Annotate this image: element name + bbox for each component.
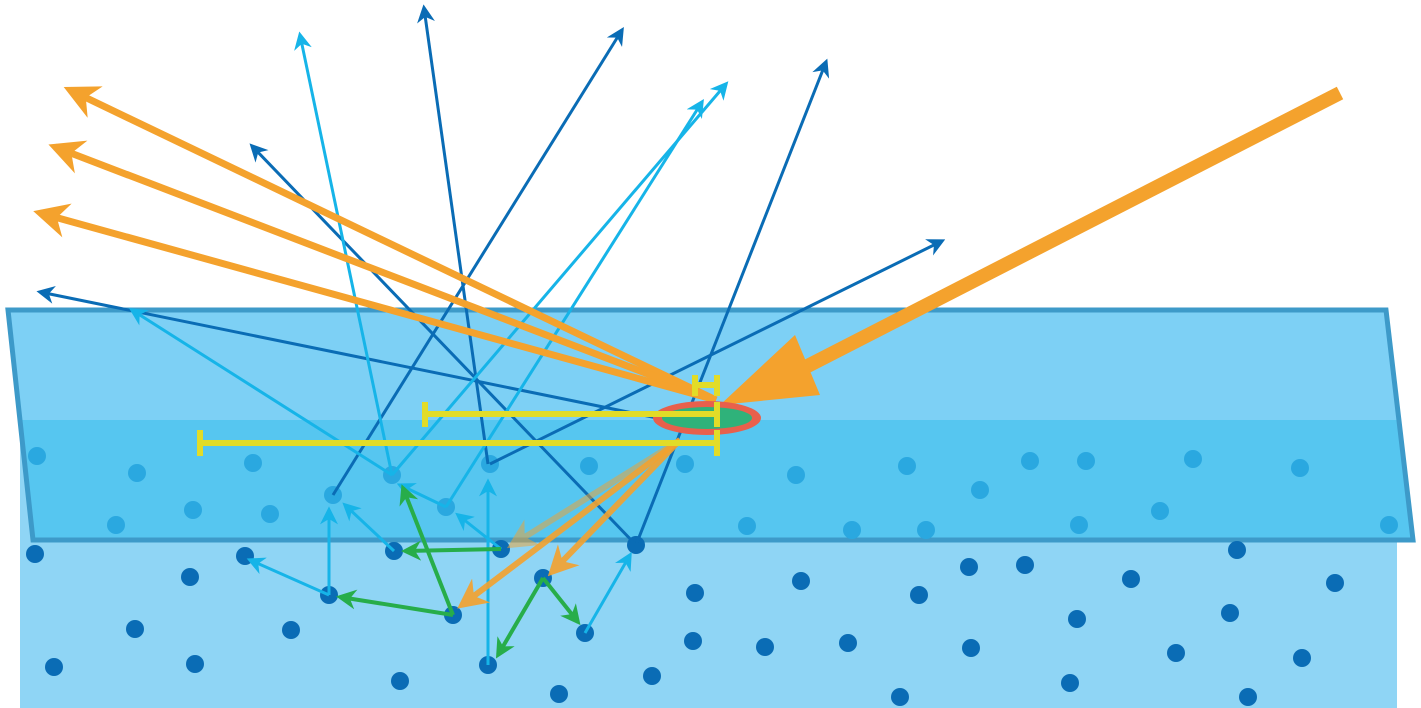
slab-lower-band — [21, 420, 1413, 540]
illuminated-spot — [653, 401, 761, 435]
incident-ray — [720, 86, 1344, 405]
measurement-bars — [197, 375, 720, 456]
diffuse-orange-paths — [457, 437, 683, 609]
internal-scatter-paths — [336, 484, 581, 659]
scattered-rays — [33, 86, 718, 404]
dark-blue-paths — [36, 4, 946, 547]
